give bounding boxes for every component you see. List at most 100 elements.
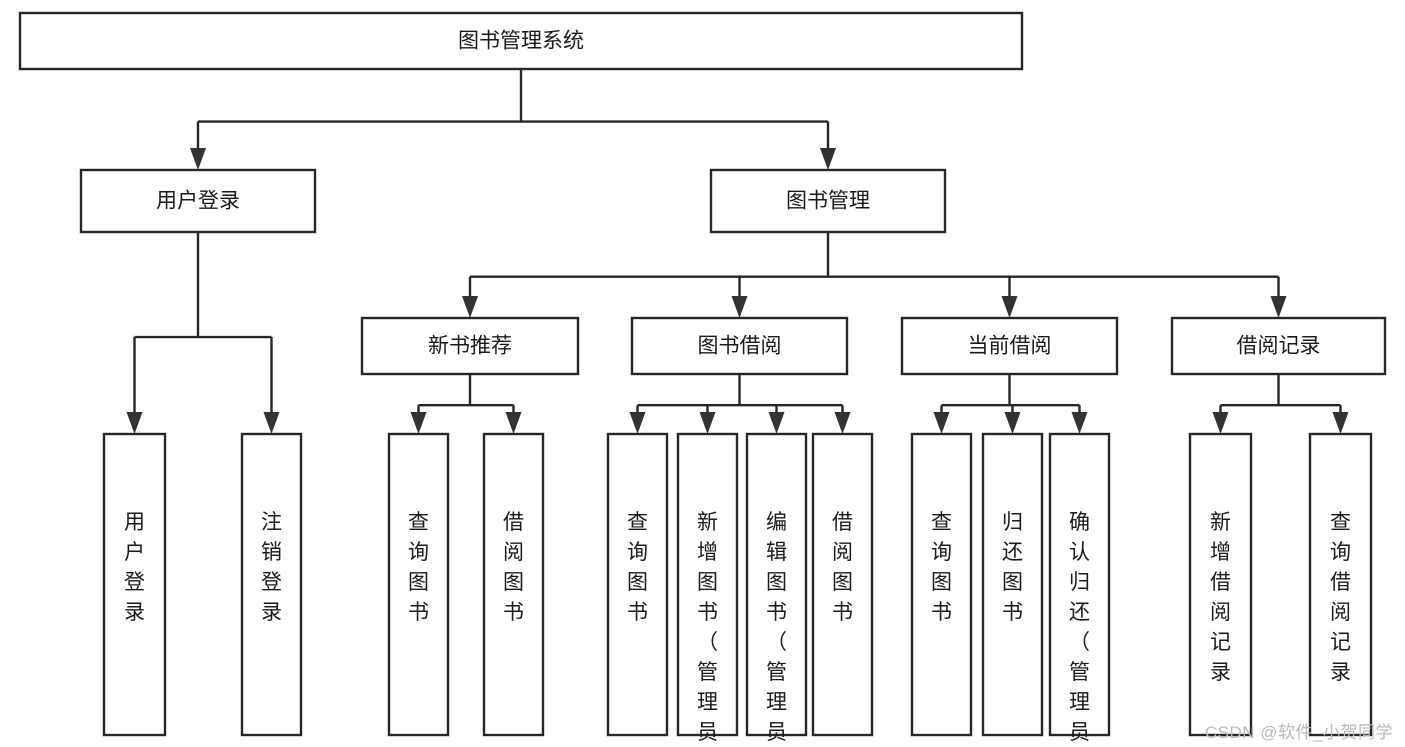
connector-edge [1219, 374, 1342, 412]
node-label-char: （ [1069, 631, 1090, 654]
node-label-char: 阅 [1330, 601, 1351, 624]
arrow-head-icon [1071, 412, 1088, 434]
node-label-char: 图 [408, 571, 429, 594]
arrow-head-icon [629, 412, 646, 434]
node-box[interactable] [709, 168, 947, 234]
node-current-borrow[interactable]: 当前借阅 [900, 316, 1119, 376]
arrow-head-icon [820, 148, 836, 170]
node-label-char: 记 [1330, 631, 1351, 654]
node-label-char: 户 [124, 541, 145, 564]
connector-layer [126, 69, 1349, 434]
node-box[interactable] [1308, 432, 1373, 737]
node-label-char: 理 [1069, 691, 1090, 714]
node-label-char: 书 [832, 601, 853, 624]
node-box[interactable] [676, 432, 739, 737]
node-label-char: 归 [1002, 511, 1023, 534]
node-label-char: 增 [697, 541, 718, 564]
node-box[interactable] [1048, 432, 1111, 737]
arrow-head-icon [1212, 412, 1229, 434]
node-label-char: 销 [261, 541, 282, 564]
node-box[interactable] [606, 432, 669, 737]
node-box[interactable] [79, 168, 317, 234]
node-label-char: 管 [697, 661, 718, 684]
connector-edge [196, 69, 830, 148]
node-label-char: 员 [1069, 721, 1090, 744]
node-label-char: 借 [503, 511, 524, 534]
node-label-char: 书 [931, 601, 952, 624]
node-box[interactable] [240, 432, 303, 737]
node-box[interactable] [981, 432, 1044, 737]
arrow-head-icon [462, 296, 478, 318]
node-borrow-record[interactable]: 借阅记录 [1170, 316, 1387, 376]
node-label-char: （ [766, 631, 787, 654]
node-label-char: 新 [1210, 511, 1231, 534]
arrow-head-icon [933, 412, 950, 434]
node-label-char: 员 [697, 721, 718, 744]
node-label-char: 员 [766, 721, 787, 744]
node-box[interactable] [360, 316, 580, 376]
node-box[interactable] [910, 432, 973, 737]
node-label-char: 阅 [832, 541, 853, 564]
node-book-manage[interactable]: 图书管理 [709, 168, 947, 234]
node-label-char: 借 [1210, 571, 1231, 594]
node-label-char: 查 [931, 511, 952, 534]
node-label-char: 确 [1069, 511, 1090, 534]
node-label-char: 图 [697, 571, 718, 594]
node-label-char: 询 [408, 541, 429, 564]
node-label-char: 增 [1210, 541, 1231, 564]
arrow-head-icon [410, 412, 427, 434]
node-user-login[interactable]: 用户登录 [79, 168, 317, 234]
node-label: 借阅记录 [1237, 335, 1321, 358]
node-box[interactable] [1188, 432, 1253, 737]
node-box[interactable] [811, 432, 874, 737]
node-box[interactable] [18, 11, 1024, 71]
node-label-char: 理 [697, 691, 718, 714]
node-label: 图书借阅 [698, 335, 782, 358]
node-label-char: 管 [766, 661, 787, 684]
node-new-book-rec[interactable]: 新书推荐 [360, 316, 580, 376]
arrow-head-icon [190, 148, 206, 170]
node-layer: 图书管理系统用户登录图书管理新书推荐图书借阅当前借阅借阅记录用户登录注销登录查询… [18, 11, 1387, 747]
node-box[interactable] [630, 316, 849, 376]
node-box[interactable] [482, 432, 545, 737]
arrow-head-icon [126, 412, 143, 434]
connector-edge [468, 232, 1280, 296]
node-label-char: 书 [697, 601, 718, 624]
node-label-char: 编 [766, 511, 787, 534]
connector-edge [636, 374, 844, 412]
node-label-char: 理 [766, 691, 787, 714]
node-label-char: 管 [1069, 661, 1090, 684]
node-label-char: 书 [627, 601, 648, 624]
node-box[interactable] [1170, 316, 1387, 376]
node-label-char: 录 [124, 601, 145, 624]
arrow-head-icon [1332, 412, 1349, 434]
node-label-char: 录 [261, 601, 282, 624]
node-label-char: 询 [931, 541, 952, 564]
connector-edge [133, 232, 273, 412]
node-label-char: 询 [1330, 541, 1351, 564]
arrow-head-icon [1270, 296, 1287, 318]
node-box[interactable] [900, 316, 1119, 376]
node-box[interactable] [745, 432, 808, 737]
arrow-head-icon [768, 412, 785, 434]
node-box[interactable] [387, 432, 450, 737]
node-label-char: 记 [1210, 631, 1231, 654]
node-book-borrow[interactable]: 图书借阅 [630, 316, 849, 376]
node-root[interactable]: 图书管理系统 [18, 11, 1024, 71]
node-box[interactable] [102, 432, 167, 737]
node-leaf-user-login[interactable]: 用户登录 [102, 432, 167, 737]
